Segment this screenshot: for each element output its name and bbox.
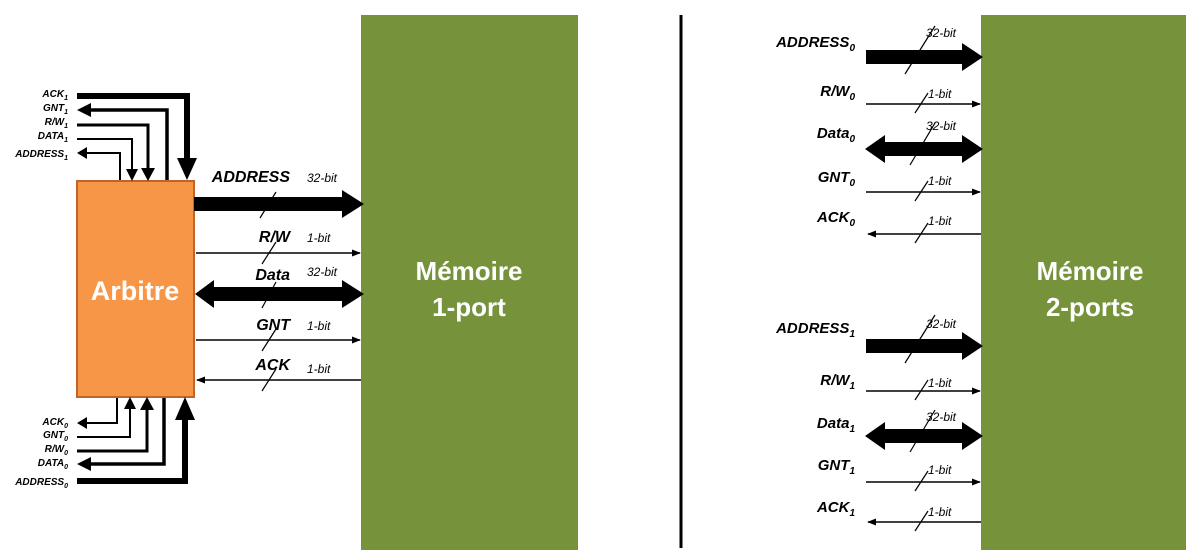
top-port-gnt1-label: GNT1 bbox=[43, 103, 68, 116]
port1-gnt-label: GNT1 bbox=[818, 457, 856, 477]
port0-ack-label: ACK0 bbox=[816, 209, 856, 229]
port0-address: ADDRESS0 32-bit bbox=[775, 25, 983, 75]
bottom-port-data0-label: DATA0 bbox=[38, 458, 68, 471]
top-port-address1 bbox=[77, 147, 121, 180]
port1-ack-width: 1-bit bbox=[928, 505, 952, 519]
bottom-port-rw0-label: R/W0 bbox=[45, 444, 68, 457]
port0-data: Data0 32-bit bbox=[817, 119, 983, 166]
memory-1port-block bbox=[361, 15, 578, 550]
signal-address-label: ADDRESS bbox=[211, 169, 291, 186]
port0-rw-label: R/W0 bbox=[820, 83, 855, 103]
top-port-address1-label: ADDRESS1 bbox=[14, 149, 68, 162]
port0-rw: R/W0 1-bit bbox=[820, 83, 981, 114]
signal-ack-width: 1-bit bbox=[307, 362, 331, 376]
bottom-port-rw0 bbox=[77, 397, 154, 453]
signal-data-width: 32-bit bbox=[307, 265, 338, 279]
top-port-rw1 bbox=[77, 123, 155, 181]
port0-data-label: Data0 bbox=[817, 125, 856, 145]
arbiter-label: Arbitre bbox=[91, 276, 180, 306]
signal-ack: ACK 1-bit bbox=[196, 357, 361, 392]
port0-rw-width: 1-bit bbox=[928, 87, 952, 101]
bottom-port-ack0-label: ACK0 bbox=[41, 417, 68, 430]
port1-ack: ACK1 1-bit bbox=[816, 499, 981, 532]
port1-rw-width: 1-bit bbox=[928, 376, 952, 390]
memory-2ports-block bbox=[981, 15, 1186, 550]
signal-gnt-label: GNT bbox=[256, 317, 291, 334]
signal-gnt-width: 1-bit bbox=[307, 319, 331, 333]
bottom-port-ack0 bbox=[77, 398, 118, 429]
port0-address-width: 32-bit bbox=[926, 26, 957, 40]
signal-address-width: 32-bit bbox=[307, 171, 338, 185]
port1-data: Data1 32-bit bbox=[817, 409, 983, 453]
port0-gnt-label: GNT0 bbox=[818, 169, 856, 189]
signal-data-label: Data bbox=[255, 267, 290, 284]
signal-address: ADDRESS 32-bit bbox=[194, 169, 364, 219]
top-port-gnt1 bbox=[77, 103, 169, 180]
bottom-port-data0 bbox=[77, 398, 166, 471]
port1-address: ADDRESS1 32-bit bbox=[775, 314, 983, 364]
port1-data-label: Data1 bbox=[817, 415, 856, 435]
port1-ack-label: ACK1 bbox=[816, 499, 856, 519]
top-port-rw1-label: R/W1 bbox=[45, 117, 68, 130]
port1-rw-label: R/W1 bbox=[820, 372, 855, 392]
port1-address-width: 32-bit bbox=[926, 317, 957, 331]
port1-data-width: 32-bit bbox=[926, 410, 957, 424]
top-port-ack1 bbox=[77, 93, 197, 180]
port0-data-width: 32-bit bbox=[926, 119, 957, 133]
signal-data: Data 32-bit bbox=[195, 265, 364, 309]
top-port-ack1-label: ACK1 bbox=[41, 89, 68, 102]
signal-ack-label: ACK bbox=[254, 357, 291, 374]
port1-gnt: GNT1 1-bit bbox=[818, 457, 981, 492]
bottom-port-address0-label: ADDRESS0 bbox=[14, 477, 68, 490]
signal-rw: R/W 1-bit bbox=[196, 229, 361, 265]
top-port-data1-label: DATA1 bbox=[38, 131, 68, 144]
port1-gnt-width: 1-bit bbox=[928, 463, 952, 477]
port0-ack: ACK0 1-bit bbox=[816, 209, 981, 244]
top-port-data1 bbox=[77, 138, 138, 181]
arbiter-block bbox=[76, 180, 195, 398]
signal-rw-label: R/W bbox=[259, 229, 292, 246]
port0-gnt: GNT0 1-bit bbox=[818, 169, 981, 202]
port0-address-label: ADDRESS0 bbox=[775, 34, 855, 54]
port1-rw: R/W1 1-bit bbox=[820, 372, 981, 401]
port1-address-label: ADDRESS1 bbox=[775, 320, 855, 340]
port0-gnt-width: 1-bit bbox=[928, 174, 952, 188]
port0-ack-width: 1-bit bbox=[928, 214, 952, 228]
memory-1port-label-line2: 1-port bbox=[432, 292, 506, 322]
signal-gnt: GNT 1-bit bbox=[196, 317, 361, 352]
bottom-port-gnt0 bbox=[77, 397, 136, 438]
memory-1port-label-line1: Mémoire bbox=[416, 256, 523, 286]
bottom-port-gnt0-label: GNT0 bbox=[43, 430, 68, 443]
memory-2ports-label-line2: 2-ports bbox=[1046, 292, 1134, 322]
bottom-port-address0 bbox=[77, 397, 195, 484]
memory-2ports-label-line1: Mémoire bbox=[1037, 256, 1144, 286]
signal-rw-width: 1-bit bbox=[307, 231, 331, 245]
